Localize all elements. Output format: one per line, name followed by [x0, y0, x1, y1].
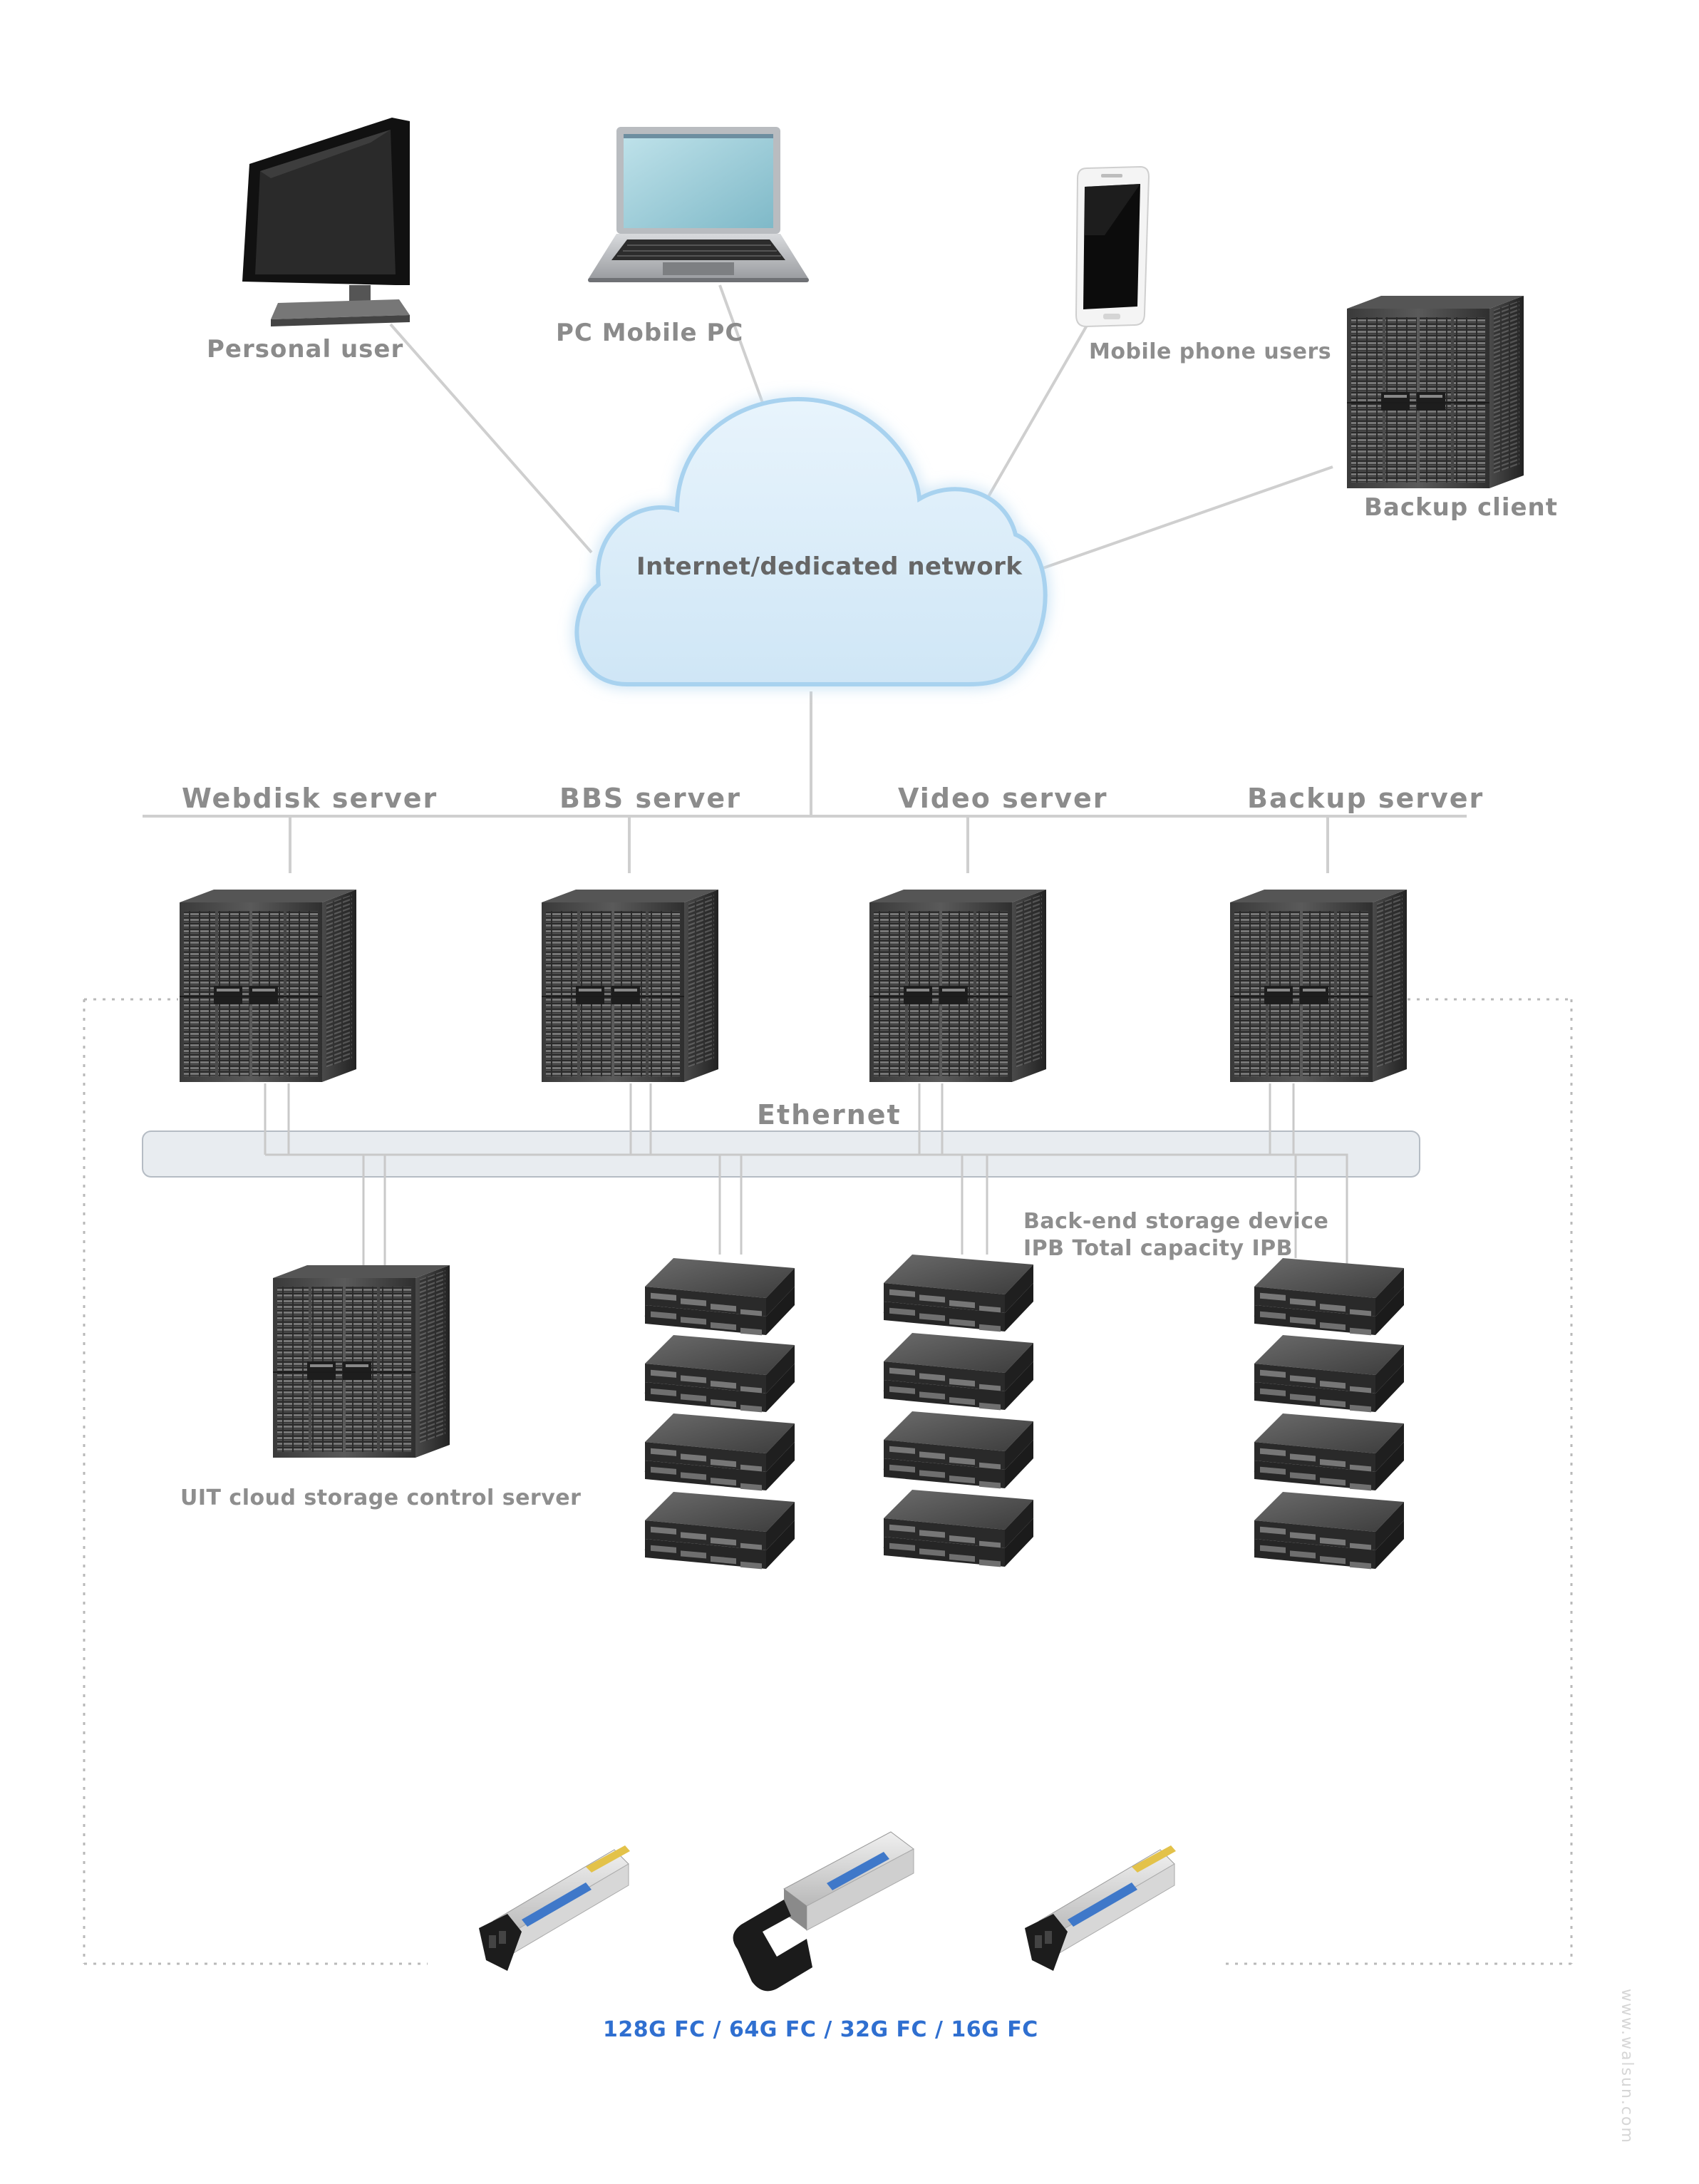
backup-client-label: Backup client — [1364, 493, 1558, 522]
phone-icon — [1075, 165, 1150, 328]
control-server-rack-icon — [272, 1264, 450, 1458]
bbs-rack-icon — [541, 889, 719, 1083]
webdisk-server-label: Webdisk server — [182, 783, 438, 814]
cloud-shape — [574, 396, 1048, 686]
fc-speeds-label: 128G FC / 64G FC / 32G FC / 16G FC — [603, 2017, 1038, 2042]
watermark: www.walsun.com — [1618, 1989, 1636, 2144]
personal-user-label: Personal user — [207, 335, 404, 364]
sfp-transceiver-icon — [478, 1845, 631, 1972]
ethernet-links — [264, 1083, 1348, 1265]
backup-client-rack-icon — [1346, 295, 1524, 489]
dotted-enclosure — [83, 998, 1573, 1965]
qsfp-transceiver-icon — [733, 1831, 914, 1992]
laptop-icon — [588, 127, 809, 282]
monitor-icon — [242, 118, 410, 326]
webdisk-rack-icon — [179, 889, 357, 1083]
backup-rack-icon — [1229, 889, 1408, 1083]
backend-storage-label: Back-end storage device — [1023, 1209, 1329, 1234]
video-rack-icon — [869, 889, 1047, 1083]
cloud-label: Internet/dedicated network — [636, 552, 1023, 581]
ethernet-label: Ethernet — [757, 1099, 902, 1130]
backend-capacity-label: IPB Total capacity IPB — [1023, 1236, 1293, 1261]
video-server-label: Video server — [898, 783, 1108, 814]
control-server-label: UIT cloud storage control server — [180, 1485, 582, 1510]
sfp-transceiver-icon-2 — [1024, 1845, 1177, 1972]
server-bus — [143, 815, 1467, 873]
storage-column-3 — [1253, 1257, 1405, 1571]
pc-mobile-label: PC Mobile PC — [556, 319, 744, 347]
mobile-phone-label: Mobile phone users — [1089, 339, 1332, 364]
backup-server-label: Backup server — [1247, 783, 1484, 814]
storage-column-2 — [882, 1253, 1035, 1569]
client-links — [389, 284, 1333, 816]
bbs-server-label: BBS server — [559, 783, 741, 814]
storage-column-1 — [644, 1257, 796, 1571]
